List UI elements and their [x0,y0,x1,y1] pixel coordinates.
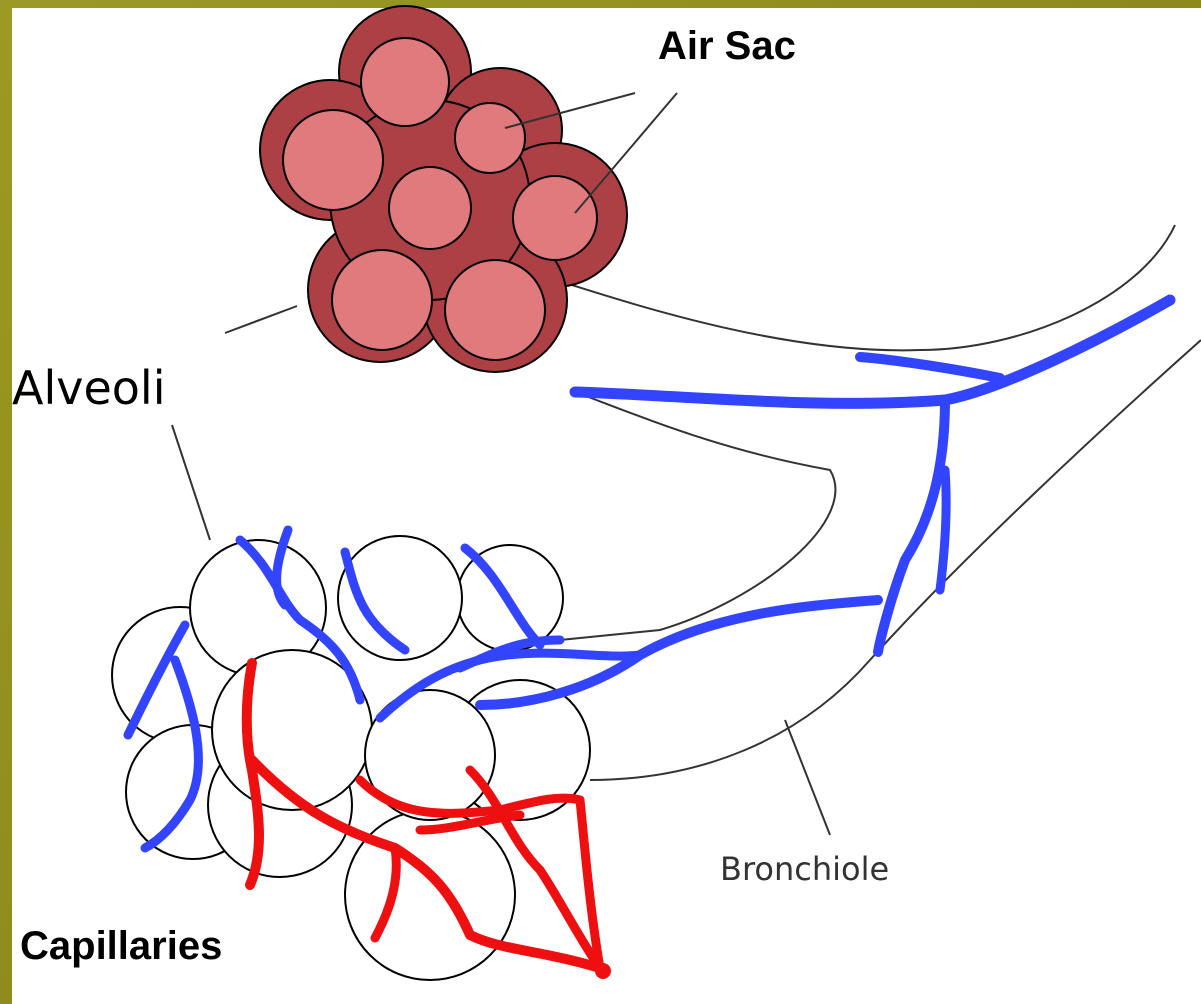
bronchiole-label: Bronchiole [720,850,889,888]
capillaries-label: Capillaries [20,924,222,969]
bronchiole-outline [540,225,1201,780]
alveoli-cluster [112,536,590,980]
air-sac-cluster [260,6,627,372]
alveoli-label: Alveoli [12,361,165,415]
capillary-end [595,963,611,979]
air-sac-label: Air Sac [658,24,796,69]
